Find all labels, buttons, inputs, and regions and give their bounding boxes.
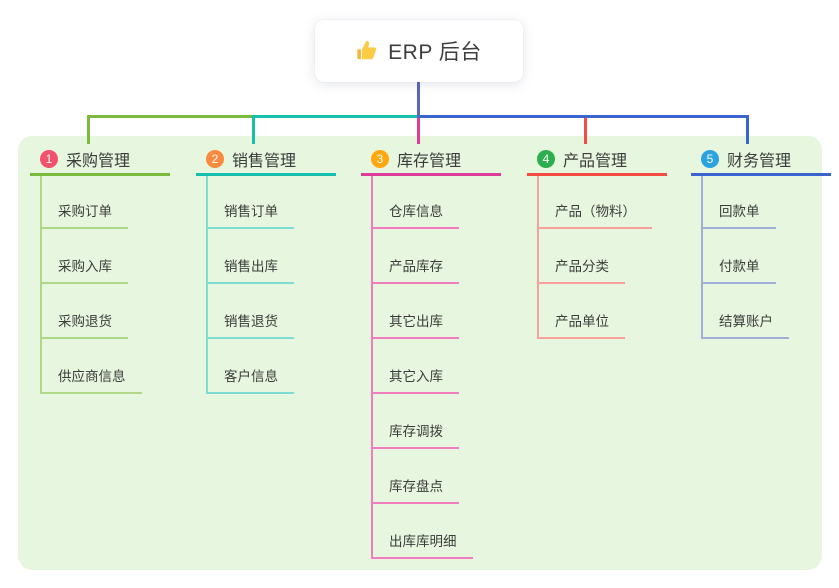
branch-topic-label: 财务管理	[727, 153, 792, 170]
child-topic[interactable]: 销售出库	[206, 257, 294, 284]
child-topic[interactable]: 其它出库	[371, 312, 459, 339]
branch-topic[interactable]: 3 库存管理	[361, 145, 501, 176]
child-topic[interactable]: 销售退货	[206, 312, 294, 339]
priority-badge: 5	[701, 150, 719, 168]
branch-purchase: 1 采购管理 采购订单 采购入库 采购退货 供应商信息	[30, 145, 205, 394]
child-topic[interactable]: 采购入库	[40, 257, 128, 284]
branch-topic-label: 销售管理	[232, 153, 297, 170]
child-topic-label: 出库库明细	[389, 534, 457, 549]
branch-children: 仓库信息 产品库存 其它出库 其它入库 库存调拨 库存盘点 出库库明细	[371, 176, 473, 559]
child-topic-label: 其它出库	[389, 314, 443, 329]
branch-finance: 5 财务管理 回款单 付款单 结算账户	[691, 145, 839, 339]
priority-badge: 2	[206, 150, 224, 168]
branch-rail	[371, 176, 373, 559]
mindmap-panel	[18, 136, 822, 570]
child-topic[interactable]: 仓库信息	[371, 202, 459, 229]
branch-children: 回款单 付款单 结算账户	[701, 176, 789, 339]
branch-children: 销售订单 销售出库 销售退货 客户信息	[206, 176, 294, 394]
root-node[interactable]: ERP 后台	[315, 20, 523, 82]
branch-rail	[206, 176, 208, 394]
child-topic-label: 采购订单	[58, 204, 112, 219]
child-topic-label: 客户信息	[224, 369, 278, 384]
branch-product: 4 产品管理 产品（物料） 产品分类 产品单位	[527, 145, 702, 339]
child-topic[interactable]: 结算账户	[701, 312, 789, 339]
child-topic[interactable]: 产品分类	[537, 257, 625, 284]
connector-drop-branch-5	[746, 115, 749, 144]
child-topic-label: 结算账户	[719, 314, 773, 329]
child-topic-label: 销售订单	[224, 204, 278, 219]
branch-topic[interactable]: 2 销售管理	[196, 145, 336, 176]
branch-inventory: 3 库存管理 仓库信息 产品库存 其它出库 其它入库 库存调拨 库存盘点 出库库…	[361, 145, 536, 559]
connector-drop-branch-3	[417, 115, 420, 144]
branch-topic-label: 产品管理	[563, 153, 628, 170]
child-topic-label: 其它入库	[389, 369, 443, 384]
child-topic-label: 回款单	[719, 204, 760, 219]
child-topic[interactable]: 产品库存	[371, 257, 459, 284]
priority-badge: 3	[371, 150, 389, 168]
child-topic-label: 产品库存	[389, 259, 443, 274]
child-topic[interactable]: 销售订单	[206, 202, 294, 229]
child-topic[interactable]: 库存盘点	[371, 477, 459, 504]
branch-rail	[701, 176, 703, 339]
child-topic[interactable]: 客户信息	[206, 367, 294, 394]
child-topic-label: 库存调拨	[389, 424, 443, 439]
branch-children: 采购订单 采购入库 采购退货 供应商信息	[40, 176, 142, 394]
branch-topic[interactable]: 4 产品管理	[527, 145, 667, 176]
child-topic-label: 采购退货	[58, 314, 112, 329]
branch-topic[interactable]: 1 采购管理	[30, 145, 170, 176]
child-topic-label: 供应商信息	[58, 369, 126, 384]
child-topic-label: 产品（物料）	[555, 204, 636, 219]
child-topic[interactable]: 回款单	[701, 202, 776, 229]
child-topic[interactable]: 其它入库	[371, 367, 459, 394]
child-topic[interactable]: 付款单	[701, 257, 776, 284]
thumbs-up-icon	[357, 41, 377, 60]
child-topic-label: 产品分类	[555, 259, 609, 274]
branch-rail	[537, 176, 539, 339]
connector-drop-branch-1	[87, 115, 90, 144]
connector-drop-branch-4	[584, 115, 587, 144]
child-topic-label: 采购入库	[58, 259, 112, 274]
priority-badge: 1	[40, 150, 58, 168]
child-topic[interactable]: 产品（物料）	[537, 202, 652, 229]
child-topic[interactable]: 采购退货	[40, 312, 128, 339]
branch-topic[interactable]: 5 财务管理	[691, 145, 831, 176]
connector-horizontal-branch-5	[417, 115, 749, 118]
branch-sales: 2 销售管理 销售订单 销售出库 销售退货 客户信息	[196, 145, 371, 394]
child-topic-label: 销售退货	[224, 314, 278, 329]
child-topic-label: 库存盘点	[389, 479, 443, 494]
priority-badge: 4	[537, 150, 555, 168]
child-topic[interactable]: 供应商信息	[40, 367, 142, 394]
connector-horizontal-branch-2	[252, 115, 418, 118]
child-topic-label: 付款单	[719, 259, 760, 274]
branch-topic-label: 库存管理	[397, 153, 462, 170]
child-topic-label: 销售出库	[224, 259, 278, 274]
branch-rail	[40, 176, 42, 394]
branch-topic-label: 采购管理	[66, 153, 131, 170]
root-title: ERP 后台	[388, 41, 482, 64]
child-topic[interactable]: 库存调拨	[371, 422, 459, 449]
connector-drop-branch-2	[252, 115, 255, 144]
child-topic-label: 产品单位	[555, 314, 609, 329]
connector-root	[417, 82, 420, 118]
branch-children: 产品（物料） 产品分类 产品单位	[537, 176, 652, 339]
child-topic[interactable]: 采购订单	[40, 202, 128, 229]
child-topic-label: 仓库信息	[389, 204, 443, 219]
connector-horizontal-branch-1	[87, 115, 254, 118]
child-topic[interactable]: 出库库明细	[371, 532, 473, 559]
child-topic[interactable]: 产品单位	[537, 312, 625, 339]
